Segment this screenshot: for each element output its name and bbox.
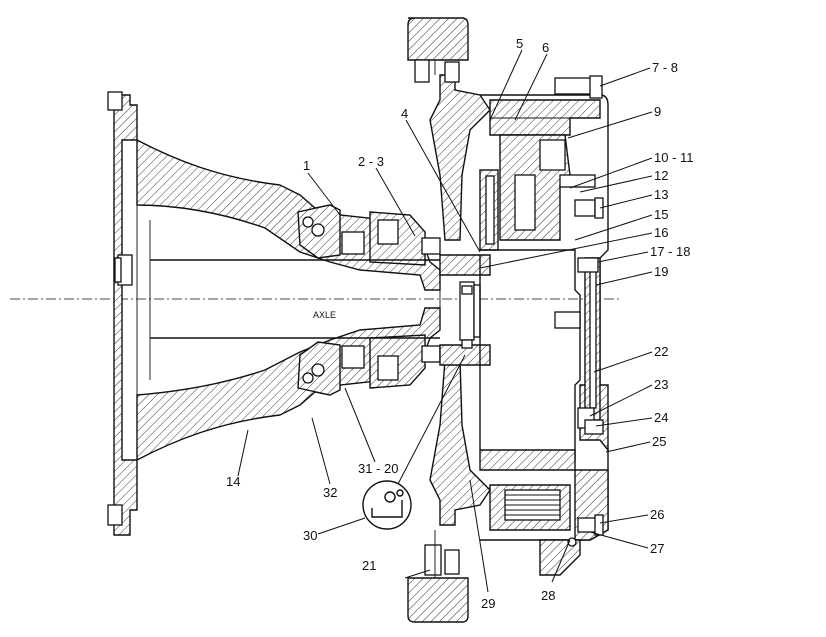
callout-16: 16 (654, 225, 668, 240)
callout-1: 1 (303, 158, 310, 173)
upper-wheel-bearing (297, 204, 441, 266)
callout-9: 9 (654, 104, 661, 119)
callout-29: 29 (481, 596, 495, 611)
callout-31-20: 31 - 20 (358, 461, 398, 476)
callout-15: 15 (654, 207, 668, 222)
callout-13: 13 (654, 187, 668, 202)
callout-27: 27 (650, 541, 664, 556)
callout-7-8: 7 - 8 (652, 60, 678, 75)
planetary-housing (479, 75, 609, 576)
callout-2-3: 2 - 3 (358, 154, 384, 169)
callout-12: 12 (654, 168, 668, 183)
callout-28: 28 (541, 588, 555, 603)
callout-6: 6 (542, 40, 549, 55)
callout-26: 26 (650, 507, 664, 522)
callout-19: 19 (654, 264, 668, 279)
callout-10-11: 10 - 11 (654, 150, 694, 165)
callout-5: 5 (516, 36, 523, 51)
callout-25: 25 (652, 434, 666, 449)
callout-22: 22 (654, 344, 668, 359)
callout-14: 14 (226, 474, 240, 489)
axle-label: AXLE (313, 310, 336, 320)
spindle-shaft (150, 254, 491, 450)
leader-lines (237, 49, 653, 593)
callout-21: 21 (362, 558, 376, 573)
seal-detail-callout (362, 480, 412, 530)
callout-4: 4 (401, 106, 408, 121)
callout-30: 30 (303, 528, 317, 543)
lower-wheel-bearing (297, 334, 441, 396)
callout-23: 23 (654, 377, 668, 392)
flange-studs (107, 91, 133, 526)
callout-17-18: 17 - 18 (650, 244, 690, 259)
end-cover (554, 257, 604, 435)
callout-24: 24 (654, 410, 668, 425)
wheel-hub (407, 17, 491, 623)
callout-32: 32 (323, 485, 337, 500)
